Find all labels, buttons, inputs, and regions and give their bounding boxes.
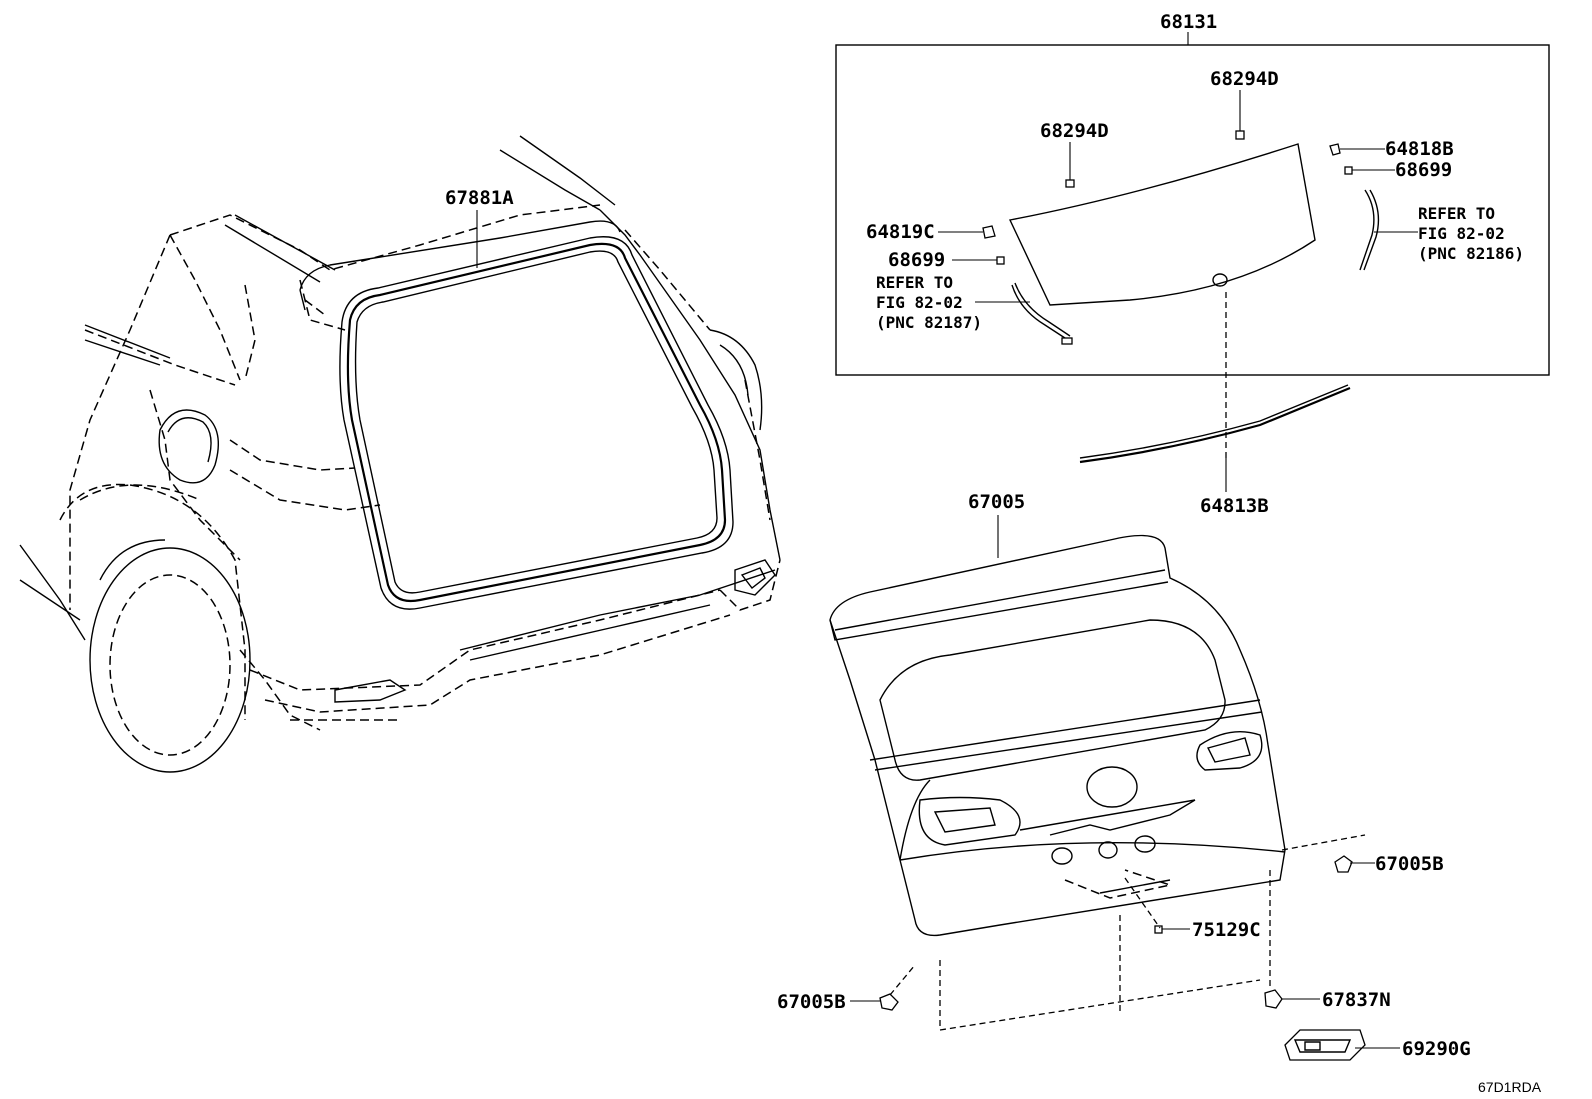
refer-left-line-3: (PNC 82187) [876,313,982,332]
label-frame-68131: 68131 [1160,11,1217,33]
drawing-code: 67D1RDA [1478,1079,1542,1095]
label-stopper: 67837N [1322,989,1391,1011]
refer-note-left: REFER TO FIG 82-02 (PNC 82187) [876,273,982,332]
small-fittings [850,834,1400,1061]
refer-note-right: REFER TO FIG 82-02 (PNC 82186) [1418,204,1524,263]
vehicle-rear-outline [19,135,781,773]
refer-left-line-2: FIG 82-02 [876,293,963,312]
back-glass [1008,143,1316,306]
refer-right-line-1: REFER TO [1418,204,1495,223]
label-glass-pin-left: 68294D [1040,120,1109,142]
label-cushion-right: 67005B [1375,853,1444,875]
label-cushion-left: 67005B [777,991,846,1013]
back-door-panel [829,515,1286,937]
label-door-weatherstrip: 67881A [445,187,514,209]
label-glass-moulding: 64813B [1200,495,1269,517]
label-clip-right-small: 68699 [1395,159,1452,181]
label-glass-pin-top: 68294D [1210,68,1279,90]
refer-right-line-3: (PNC 82186) [1418,244,1524,263]
label-clip-left-small: 68699 [888,249,945,271]
label-clip-right: 64818B [1385,138,1454,160]
label-back-door-panel: 67005 [968,491,1025,513]
refer-left-line-1: REFER TO [876,273,953,292]
label-lamp: 69290G [1402,1038,1471,1060]
door-weatherstrip [339,236,734,610]
label-plug: 75129C [1192,919,1261,941]
refer-right-line-2: FIG 82-02 [1418,224,1505,243]
label-clip-left: 64819C [866,221,935,243]
glass-moulding [1079,292,1351,492]
glass-assembly-frame [835,32,1550,376]
